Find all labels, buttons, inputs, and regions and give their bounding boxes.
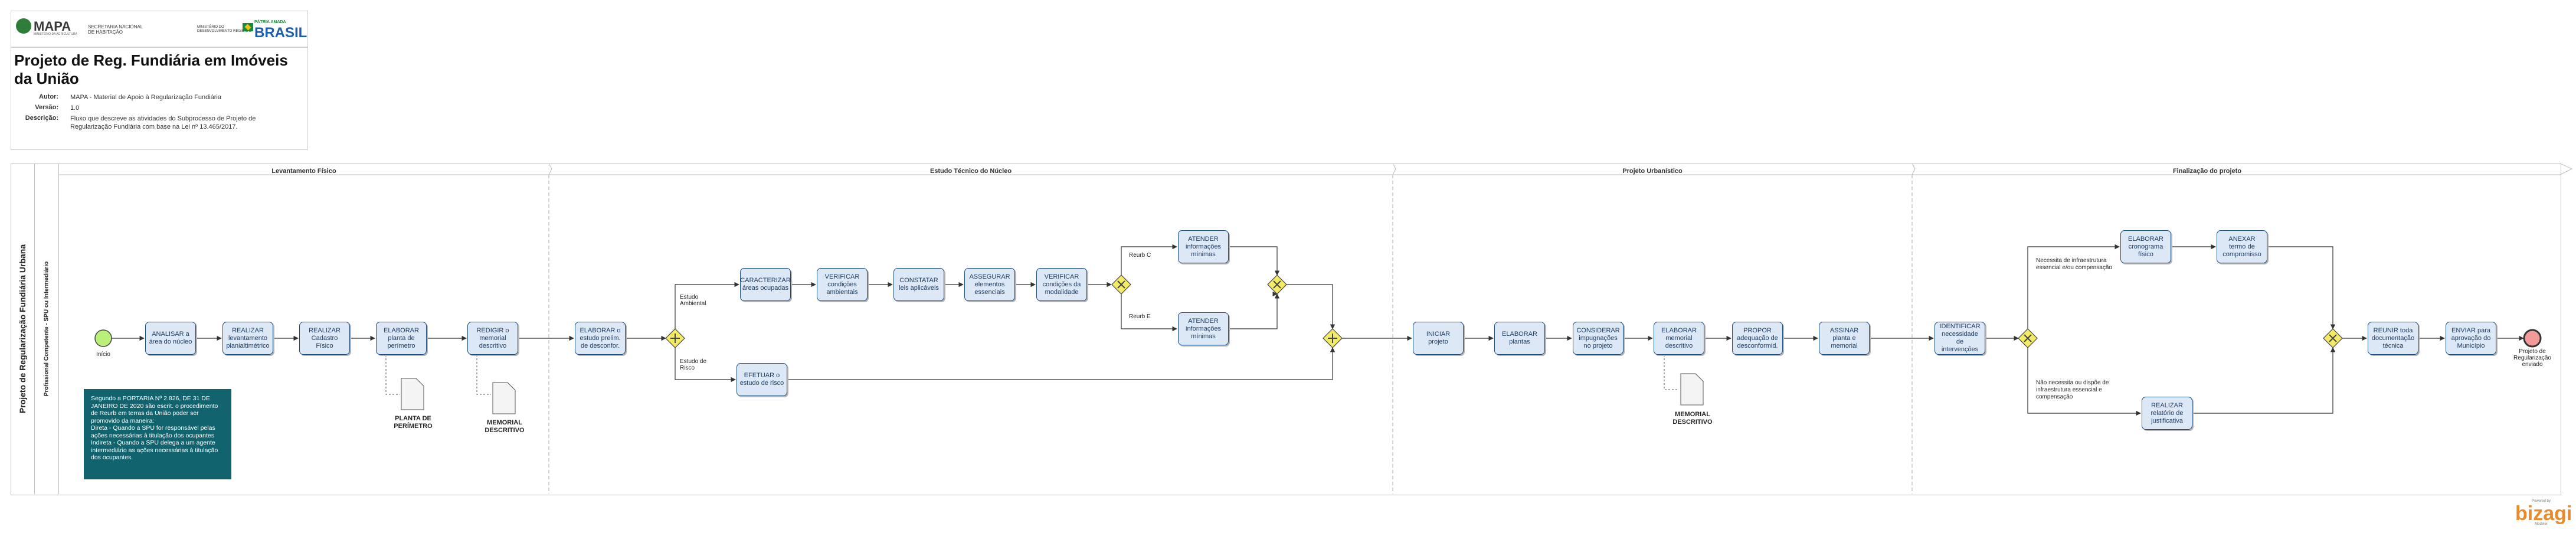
task-iniciar-projeto[interactable]: INICIAR projeto <box>1413 322 1464 355</box>
gateway-exclusive-2 <box>2018 328 2038 348</box>
lane-label: Profissional Competente - SPU ou Interme… <box>35 164 59 494</box>
version-label: Versão: <box>35 104 58 111</box>
phase-projeto-urbanistico: Projeto Urbanístico <box>1622 168 1683 175</box>
annotation-note: Segundo a PORTARIA Nº 2.826, DE 31 DE JA… <box>84 389 231 479</box>
task-elaborar-plantas[interactable]: ELABORAR plantas <box>1494 322 1545 355</box>
task-elaborar-estudo[interactable]: ELABORAR o estudo prelim. de desconfor. <box>575 322 626 355</box>
task-identificar[interactable]: IDENTIFICAR necessidade de intervenções <box>1935 322 1985 355</box>
task-enviar-aprovacao[interactable]: ENVIAR para aprovação do Município <box>2446 322 2496 355</box>
task-efetuar-risco[interactable]: EFETUAR o estudo de risco <box>737 363 787 396</box>
author-label: Autor: <box>39 93 58 100</box>
task-realizar-relatorio[interactable]: REALIZAR relatório de justificativa <box>2142 397 2192 430</box>
gateway-exclusive-join <box>1267 274 1287 295</box>
task-reunir-documentacao[interactable]: REUNIR toda documentação técnica <box>2368 322 2418 355</box>
powered-by-text: Powered by <box>2532 499 2551 503</box>
phase-levantamento: Levantamento Físico <box>271 168 336 175</box>
gateway-parallel-1 <box>665 328 685 348</box>
patria-amada-text: PÁTRIA AMADA <box>254 20 286 24</box>
task-assinar[interactable]: ASSINAR planta e memorial <box>1819 322 1870 355</box>
document-planta-perimetro-icon <box>401 378 424 410</box>
flow-gateway-caracterizar <box>675 282 739 329</box>
gateway-parallel-merge <box>1323 328 1343 348</box>
document-memorial2-label: MEMORIAL DESCRITIVO <box>1672 411 1713 426</box>
sequence-flows <box>112 244 2524 416</box>
gateways <box>665 274 2343 348</box>
description-value: Fluxo que descreve as atividades do Subp… <box>70 115 256 130</box>
phase-estudo-tecnico: Estudo Técnico do Núcleo <box>929 168 1012 175</box>
flow-label-nao-necessita: Não necessita ou dispõe de infraestrutur… <box>2036 380 2109 400</box>
document-planta-perimetro-label: PLANTA DE PERÍMETRO <box>394 415 433 430</box>
assoc-perimetro-doc <box>385 355 400 395</box>
mapa-globe-icon <box>16 18 31 34</box>
process-title: Projeto de Reg. Fundiária em Imóveis da … <box>14 51 288 87</box>
phase-header-chevron-end <box>2559 163 2573 175</box>
task-realizar-cadastro[interactable]: REALIZAR Cadastro Físico <box>299 322 350 355</box>
description-label: Descrição: <box>25 115 58 122</box>
start-event-icon <box>94 329 112 347</box>
phase-header-chevron-1 <box>548 163 552 175</box>
task-elaborar-planta-perimetro[interactable]: ELABORAR planta de perímetro <box>376 322 427 355</box>
task-verificar-ambientais[interactable]: VERIFICAR condições ambientais <box>817 268 868 301</box>
gateway-exclusive-merge-2 <box>2323 328 2343 348</box>
document-memorial-label: MEMORIAL DESCRITIVO <box>485 419 525 434</box>
assoc-memorial2-doc <box>1664 355 1679 390</box>
task-analisar[interactable]: ANALISAR a área do núcleo <box>145 322 196 355</box>
flow-gateway-risco <box>675 348 736 383</box>
flow-atender-c-join <box>1229 246 1280 276</box>
flow-label-reurb-c: Reurb C <box>1129 252 1151 259</box>
task-verificar-modalidade[interactable]: VERIFICAR condições da modalidade <box>1036 268 1087 301</box>
process-info-box: Projeto de Reg. Fundiária em Imóveis da … <box>11 47 308 150</box>
task-anexar-termo[interactable]: ANEXAR termo de compromisso <box>2217 230 2267 263</box>
bizagi-modeler-text: Modeler <box>2535 522 2548 526</box>
phase-header-chevron-3 <box>1911 163 1916 175</box>
task-caracterizar[interactable]: CARACTERIZAR áreas ocupadas <box>740 268 791 301</box>
version-value: 1.0 <box>70 104 80 112</box>
document-memorial2-icon <box>1680 373 1704 406</box>
task-atender-reurb-c[interactable]: ATENDER informações mínimas <box>1178 230 1229 263</box>
task-elaborar-cronograma[interactable]: ELABORAR cronograma físico <box>2120 230 2171 263</box>
author-value: MAPA - Material de Apoio à Regularização… <box>70 94 221 101</box>
flow-nao-necessita <box>2027 348 2141 416</box>
phase-header-chevron-2 <box>1392 163 1396 175</box>
task-redigir-memorial[interactable]: REDIGIR o memorial descritivo <box>467 322 518 355</box>
task-constatar[interactable]: CONSTATAR leis aplicáveis <box>893 268 944 301</box>
phase-finalizacao: Finalização do projeto <box>2172 168 2242 175</box>
flow-reurb-c <box>1121 244 1177 275</box>
mapa-logo-subtitle: MINISTÉRIO DA AGRICULTURA <box>34 32 77 36</box>
task-considerar-impugnacoes[interactable]: CONSIDERAR impugnações no projeto <box>1573 322 1623 355</box>
task-realizar-planialtimetrico[interactable]: REALIZAR levantamento planialtimétrico <box>222 322 273 355</box>
flow-relatorio-merge <box>2192 347 2336 414</box>
document-memorial-icon <box>492 382 516 414</box>
task-elaborar-memorial[interactable]: ELABORAR memorial descritivo <box>1654 322 1704 355</box>
pool <box>11 164 2561 495</box>
flow-label-reurb-e: Reurb E <box>1129 313 1151 320</box>
start-event-label: Início <box>96 351 110 358</box>
gateway-exclusive-1 <box>1111 274 1131 295</box>
flow-label-estudo-risco: Estudo de Risco <box>680 358 707 371</box>
end-event-label: Projeto de Regularização enviado <box>2513 348 2551 368</box>
assoc-memorial-doc <box>476 355 491 395</box>
task-atender-reurb-e[interactable]: ATENDER informações mínimas <box>1178 312 1229 345</box>
pool-label: Projeto de Regularização Fundiária Urban… <box>11 164 35 494</box>
flow-label-necessita: Necessita de infraestrutura essencial e/… <box>2036 257 2112 271</box>
flow-label-estudo-ambiental: Estudo Ambiental <box>680 294 706 307</box>
brasil-flag-icon <box>243 23 253 31</box>
flow-necessita <box>2027 244 2120 329</box>
logo-bar: MAPA MINISTÉRIO DA AGRICULTURA SECRETARI… <box>11 11 308 47</box>
documents <box>401 373 1704 414</box>
flow-atender-e-join <box>1229 293 1280 329</box>
secretaria-logo: SECRETARIA NACIONAL DE HABITAÇÃO <box>88 24 143 35</box>
associations <box>385 355 1679 395</box>
task-propor-adequacao[interactable]: PROPOR adequação de desconformid. <box>1732 322 1783 355</box>
flow-anexar-merge <box>2267 246 2336 329</box>
flow-reurb-e <box>1121 294 1177 332</box>
flow-join-to-merge <box>1287 284 1336 329</box>
brasil-logo: BRASIL <box>254 25 307 41</box>
flow-risco-merge <box>787 347 1336 380</box>
task-assegurar[interactable]: ASSEGURAR elementos essenciais <box>964 268 1015 301</box>
mapa-logo: MAPA <box>34 19 71 34</box>
end-event-icon <box>2523 329 2542 348</box>
bizagi-logo: bizagi <box>2515 502 2572 525</box>
